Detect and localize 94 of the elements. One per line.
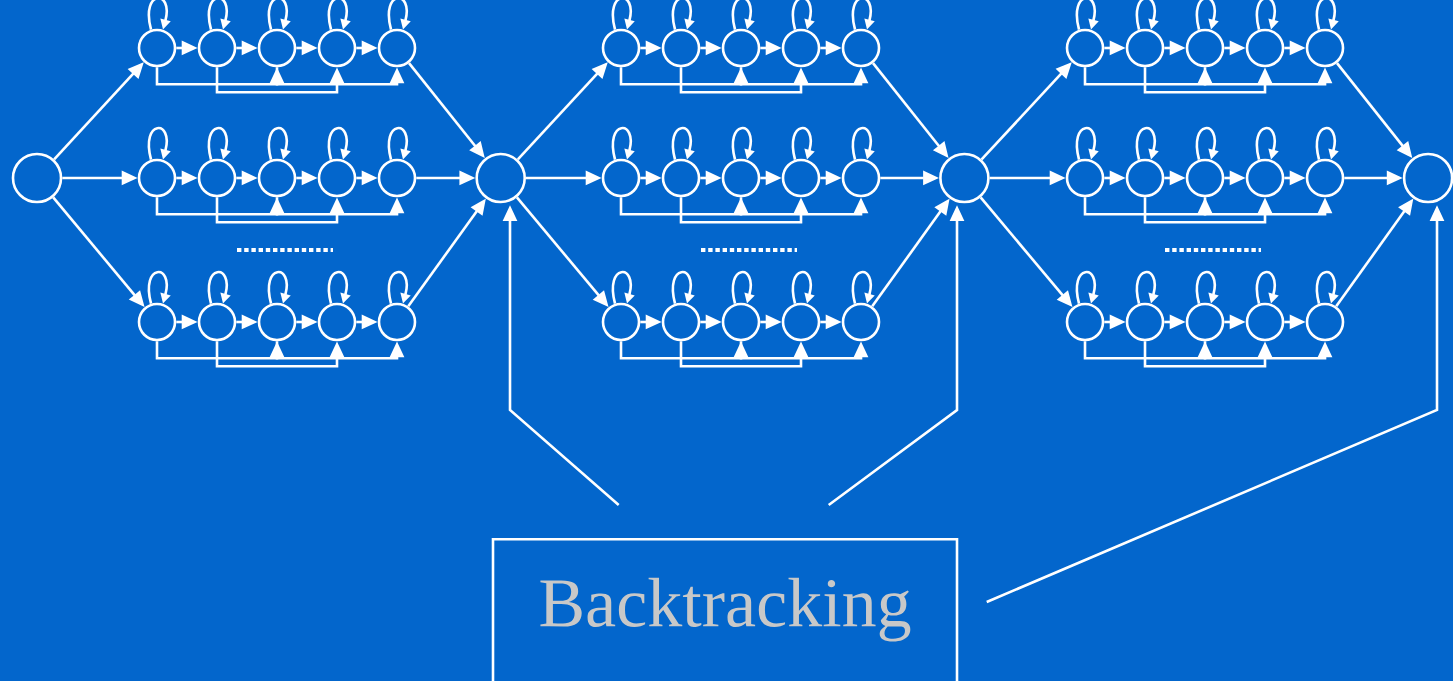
self-loop-arrow	[731, 0, 755, 30]
state-circle	[377, 158, 417, 198]
self-loop-arrow	[731, 270, 755, 304]
backtracking-box: Backtracking	[491, 538, 959, 681]
self-loop-arrow	[611, 126, 635, 160]
self-loop-arrow	[1135, 0, 1159, 30]
self-loop-arrow	[791, 270, 815, 304]
self-loop-arrow	[851, 270, 875, 304]
self-loop-arrow	[731, 126, 755, 160]
self-loop-arrow	[1075, 0, 1099, 30]
state-circle	[197, 158, 237, 198]
state-circle	[1185, 28, 1225, 68]
state-circle	[197, 302, 237, 342]
state-circle	[1125, 28, 1165, 68]
state-circle	[11, 152, 63, 204]
state-circle	[601, 302, 641, 342]
state-circle	[1125, 158, 1165, 198]
self-loop-arrow	[1195, 126, 1219, 160]
state-circle	[661, 28, 701, 68]
self-loop-arrow	[1075, 270, 1099, 304]
self-loop-arrow	[1255, 126, 1279, 160]
self-loop-arrow	[207, 0, 231, 30]
state-circle	[841, 28, 881, 68]
state-circle	[475, 152, 526, 204]
state-circle	[377, 28, 417, 68]
state-circle	[1305, 158, 1345, 198]
self-loop-arrow	[267, 270, 291, 304]
state-circle	[137, 302, 177, 342]
self-loop-arrow	[327, 0, 351, 30]
self-loop-arrow	[1195, 0, 1219, 30]
self-loop-arrow	[1315, 126, 1339, 160]
state-circle	[1065, 28, 1105, 68]
state-circle	[1245, 28, 1285, 68]
self-loop-arrow	[327, 270, 351, 304]
self-loop-arrow	[671, 0, 695, 30]
state-circle	[601, 158, 641, 198]
self-loop-arrow	[791, 126, 815, 160]
state-circle	[317, 302, 357, 342]
self-loop-arrow	[147, 0, 171, 30]
state-circle	[257, 158, 297, 198]
state-circle	[781, 28, 821, 68]
state-circle	[939, 152, 990, 204]
self-loop-arrow	[791, 0, 815, 30]
self-loop-arrow	[611, 270, 635, 304]
state-circle	[257, 28, 297, 68]
state-circle	[377, 302, 417, 342]
state-circle	[721, 302, 761, 342]
self-loop-arrow	[387, 126, 411, 160]
self-loop-arrow	[611, 0, 635, 30]
self-loop-arrow	[267, 0, 291, 30]
self-loop-arrow	[1075, 126, 1099, 160]
state-circle	[601, 28, 641, 68]
self-loop-arrow	[851, 0, 875, 30]
self-loop-arrow	[327, 126, 351, 160]
state-circle	[257, 302, 297, 342]
state-circle	[841, 158, 881, 198]
self-loop-arrow	[1255, 0, 1279, 30]
state-circle	[721, 158, 761, 198]
state-circle	[1125, 302, 1165, 342]
self-loop-arrow	[1315, 270, 1339, 304]
state-circle	[721, 28, 761, 68]
state-circle	[1185, 158, 1225, 198]
state-circle	[781, 302, 821, 342]
state-circle	[317, 28, 357, 68]
state-circle	[1305, 302, 1345, 342]
state-circle	[1245, 158, 1285, 198]
state-circle	[1065, 158, 1105, 198]
state-circle	[1065, 302, 1105, 342]
state-circle	[781, 158, 821, 198]
self-loop-arrow	[267, 126, 291, 160]
self-loop-arrow	[207, 126, 231, 160]
state-circle	[661, 158, 701, 198]
state-circle	[661, 302, 701, 342]
state-circle	[137, 28, 177, 68]
state-circle	[197, 28, 237, 68]
self-loop-arrow	[1315, 0, 1339, 30]
state-circle	[137, 158, 177, 198]
self-loop-arrow	[1135, 126, 1159, 160]
state-circle	[1185, 302, 1225, 342]
self-loop-arrow	[387, 270, 411, 304]
state-circle	[1305, 28, 1345, 68]
self-loop-arrow	[147, 126, 171, 160]
self-loop-arrow	[147, 270, 171, 304]
self-loop-arrow	[387, 0, 411, 30]
self-loop-arrow	[671, 126, 695, 160]
state-circle	[841, 302, 881, 342]
state-circle	[317, 158, 357, 198]
state-circle	[1245, 302, 1285, 342]
self-loop-arrow	[207, 270, 231, 304]
self-loop-arrow	[1255, 270, 1279, 304]
self-loop-arrow	[1135, 270, 1159, 304]
self-loop-arrow	[1195, 270, 1219, 304]
self-loop-arrow	[851, 126, 875, 160]
self-loop-arrow	[671, 270, 695, 304]
